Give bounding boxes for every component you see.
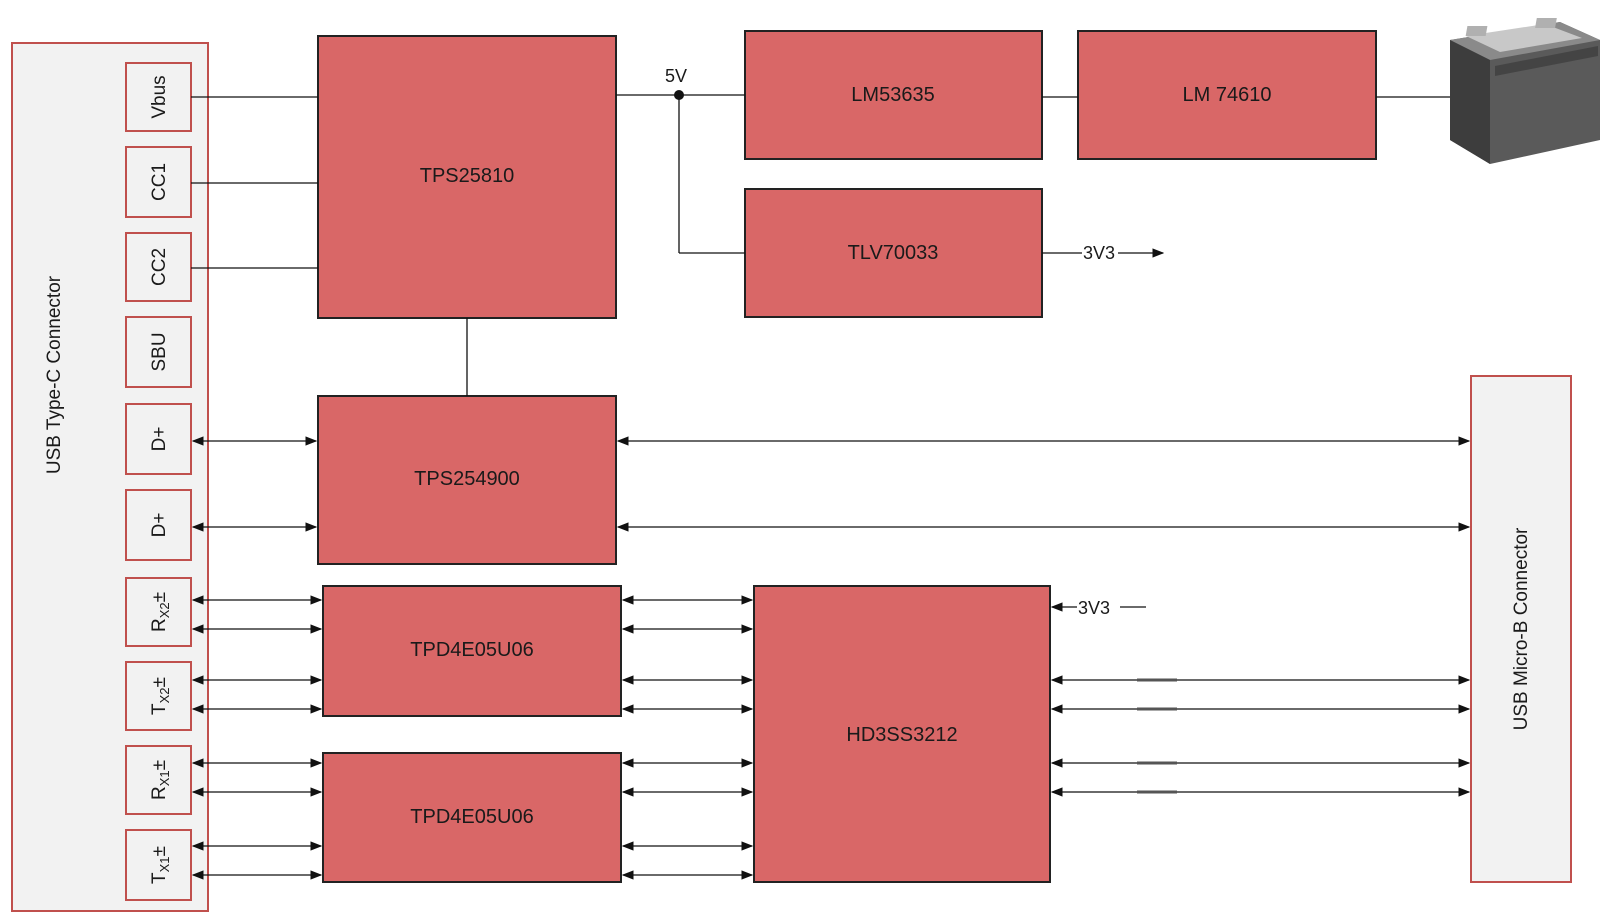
pin-sbu: SBU <box>125 316 192 388</box>
svg-text:3V3: 3V3 <box>1078 598 1110 618</box>
pin-d-plus-2: D+ <box>125 489 192 561</box>
svg-text:RX1±: RX1± <box>149 760 172 800</box>
chip-tlv70033: TLV70033 <box>744 188 1043 318</box>
svg-text:LM 74610: LM 74610 <box>1183 84 1272 106</box>
svg-text:HD3SS3212: HD3SS3212 <box>846 724 957 746</box>
svg-text:Vbus: Vbus <box>149 75 170 118</box>
svg-text:SBU: SBU <box>149 332 170 371</box>
net-5v-label: 5V <box>665 66 687 86</box>
superspeed-lines-left <box>191 595 323 880</box>
chip-lm53635: LM53635 <box>744 30 1043 160</box>
svg-text:TPS254900: TPS254900 <box>414 468 520 490</box>
pin-tx1: TX1± <box>125 829 192 901</box>
superspeed-lines-middle <box>621 595 754 880</box>
pin-tx2: TX2± <box>125 661 192 731</box>
svg-text:RX2±: RX2± <box>149 592 172 632</box>
svg-text:TPD4E05U06: TPD4E05U06 <box>410 806 533 828</box>
usb-type-c-label: USB Type-C Connector <box>44 275 65 474</box>
usb-micro-b-connector: USB Micro-B Connector <box>1470 375 1572 883</box>
chip-hd3ss3212: HD3SS3212 <box>753 585 1051 883</box>
svg-text:LM53635: LM53635 <box>851 84 934 106</box>
chip-tps254900: TPS254900 <box>317 395 617 565</box>
pin-vbus: Vbus <box>125 62 192 132</box>
chip-tps25810: TPS25810 <box>317 35 617 319</box>
chip-tpd4e05u06-a: TPD4E05U06 <box>322 585 622 717</box>
pin-cc1: CC1 <box>125 146 192 218</box>
pin-d-plus-1: D+ <box>125 403 192 475</box>
battery-icon <box>1450 18 1600 164</box>
usb-micro-b-label: USB Micro-B Connector <box>1511 527 1532 730</box>
svg-text:3V3: 3V3 <box>1083 243 1115 263</box>
pin-rx1: RX1± <box>125 745 192 815</box>
pin-rx2: RX2± <box>125 577 192 647</box>
svg-text:D+: D+ <box>149 513 170 538</box>
svg-text:TPD4E05U06: TPD4E05U06 <box>410 639 533 661</box>
chip-lm74610: LM 74610 <box>1077 30 1377 160</box>
svg-text:D+: D+ <box>149 427 170 452</box>
svg-text:CC2: CC2 <box>149 248 170 286</box>
svg-text:TLV70033: TLV70033 <box>848 242 939 264</box>
net-3v3-output: 3V3 <box>1042 243 1165 263</box>
chip-tpd4e05u06-b: TPD4E05U06 <box>322 752 622 883</box>
pin-cc2: CC2 <box>125 232 192 302</box>
svg-text:TX1±: TX1± <box>149 846 172 884</box>
svg-text:TX2±: TX2± <box>149 677 172 715</box>
svg-text:TPS25810: TPS25810 <box>420 165 515 187</box>
superspeed-lines-right <box>1050 675 1471 797</box>
d-plus-lines <box>191 436 1471 532</box>
svg-text:CC1: CC1 <box>149 163 170 201</box>
net-3v3-input: 3V3 <box>1050 598 1146 618</box>
five-v-node <box>674 90 684 100</box>
power-wires <box>191 90 1456 396</box>
